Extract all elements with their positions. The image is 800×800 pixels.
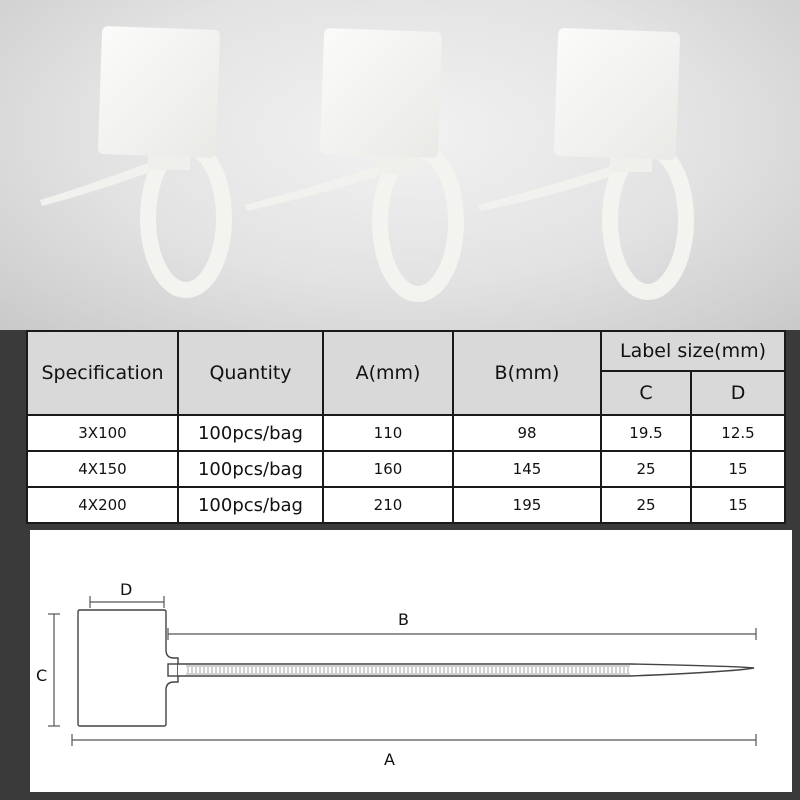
cell-a: 210 <box>322 486 454 524</box>
cell-qty: 100pcs/bag <box>177 486 324 524</box>
table-row: 3X100 100pcs/bag 110 98 19.5 12.5 <box>26 414 787 452</box>
cell-b: 195 <box>452 486 602 524</box>
cell-qty: 100pcs/bag <box>177 414 324 452</box>
header-specification: Specification <box>26 330 179 416</box>
cell-d: 15 <box>689 450 787 488</box>
cell-c: 25 <box>600 486 692 524</box>
header-label-size: Label size(mm) <box>599 330 787 372</box>
label-tag-outline <box>77 609 179 727</box>
dimension-label-c: C <box>36 666 48 685</box>
cable-tie-2 <box>245 28 464 302</box>
header-b: B(mm) <box>452 330 602 416</box>
cable-tie-3 <box>478 28 694 300</box>
cell-b: 145 <box>452 450 602 488</box>
cell-c: 25 <box>600 450 692 488</box>
cell-spec: 4X150 <box>26 450 179 488</box>
cable-tie-1 <box>40 26 232 298</box>
dimension-label-a: A <box>384 750 395 769</box>
cell-c: 19.5 <box>600 414 692 452</box>
cell-d: 15 <box>689 486 787 524</box>
cable-tie-drawing <box>48 596 757 746</box>
dimension-label-b: B <box>398 610 409 629</box>
header-a: A(mm) <box>322 330 454 416</box>
header-c: C <box>600 370 692 416</box>
header-quantity: Quantity <box>177 330 324 416</box>
dimension-diagram: D B C A <box>30 530 792 792</box>
header-d: D <box>689 370 787 416</box>
cell-spec: 4X200 <box>26 486 179 524</box>
dimension-lines <box>48 596 757 746</box>
table-row: 4X200 100pcs/bag 210 195 25 15 <box>26 486 787 524</box>
product-photo <box>0 0 800 330</box>
specification-table: Specification Quantity A(mm) B(mm) Label… <box>26 330 787 524</box>
strap-outline <box>178 663 755 677</box>
cell-d: 12.5 <box>689 414 787 452</box>
strap-teeth <box>187 667 629 673</box>
dimension-label-d: D <box>120 580 133 599</box>
cell-a: 110 <box>322 414 454 452</box>
cell-b: 98 <box>452 414 602 452</box>
cell-qty: 100pcs/bag <box>177 450 324 488</box>
table-row: 4X150 100pcs/bag 160 145 25 15 <box>26 450 787 488</box>
cable-ties-illustration <box>40 26 694 302</box>
cell-a: 160 <box>322 450 454 488</box>
cell-spec: 3X100 <box>26 414 179 452</box>
